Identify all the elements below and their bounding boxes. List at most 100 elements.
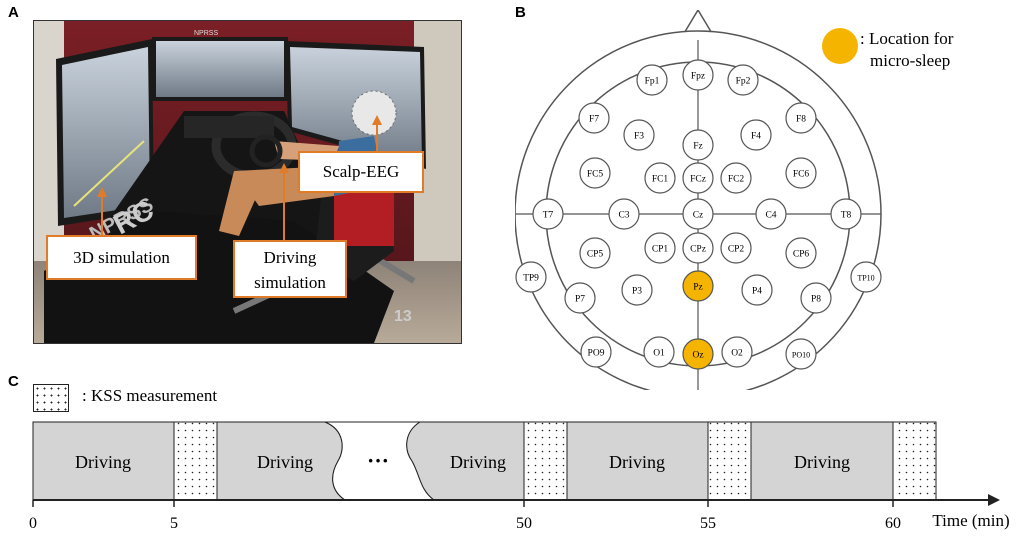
electrode-cp1 [644, 232, 676, 264]
screen-brand-text: NPRSS [194, 30, 218, 37]
micro-sleep-legend: : Location for micro-sleep [860, 28, 953, 72]
experiment-timeline: Driving Driving ··· Driving Driving Driv… [29, 421, 1010, 532]
electrode-tp9 [515, 261, 547, 293]
driving-block-4 [566, 421, 709, 501]
tick-5: 5 [170, 515, 178, 532]
callout-scalp-eeg: Scalp-EEG [298, 151, 424, 193]
electrode-label-fz: Fz [693, 142, 703, 152]
tick-50: 50 [516, 515, 532, 532]
electrode-label-fc6: FC6 [793, 170, 810, 180]
electrode-f4 [740, 119, 772, 151]
electrode-label-tp10: TP10 [857, 274, 874, 283]
electrode-label-fpz: Fpz [691, 72, 705, 82]
electrode-fpz [682, 59, 714, 91]
legend-line2: micro-sleep [870, 51, 951, 70]
segment-label-3: Driving [450, 452, 506, 472]
electrode-label-t8: T8 [841, 211, 852, 221]
electrode-label-cp5: CP5 [587, 250, 604, 260]
electrode-label-f4: F4 [751, 132, 761, 142]
segment-label-1: Driving [75, 452, 131, 472]
axis-label: Time (min) [932, 511, 1009, 530]
callout-driving-line1: Driving [263, 248, 317, 267]
electrode-label-p8: P8 [811, 295, 821, 305]
electrode-label-po9: PO9 [588, 349, 605, 359]
electrode-cp2 [720, 232, 752, 264]
electrode-o2 [721, 336, 753, 368]
electrode-label-fp2: Fp2 [736, 77, 751, 87]
segment-label-2: Driving [257, 452, 313, 472]
callout-driving-line2: simulation [254, 273, 326, 292]
ellipsis-label: ··· [367, 448, 389, 473]
electrode-label-cp6: CP6 [793, 250, 810, 260]
electrode-label-fc1: FC1 [652, 175, 669, 185]
legend-line1: : Location for [860, 29, 954, 48]
kss-block-2 [523, 421, 568, 501]
electrode-label-cpz: CPz [690, 245, 706, 255]
electrode-label-f3: F3 [634, 132, 644, 142]
tick-60: 60 [885, 515, 901, 532]
driving-block-1 [32, 421, 175, 501]
kss-legend-label: : KSS measurement [82, 386, 218, 405]
kss-block-4 [892, 421, 937, 501]
electrode-label-f7: F7 [589, 115, 599, 125]
electrode-label-tp9: TP9 [523, 274, 539, 284]
electrode-f7 [578, 102, 610, 134]
electrode-tp10 [850, 261, 882, 293]
electrode-fc6 [785, 157, 817, 189]
electrode-fc5 [579, 157, 611, 189]
electrode-label-p4: P4 [752, 287, 762, 297]
segment-label-4: Driving [609, 452, 665, 472]
kss-block-1 [173, 421, 218, 501]
kss-block-3 [707, 421, 752, 501]
electrode-label-cp1: CP1 [652, 245, 669, 255]
electrode-fc1 [644, 162, 676, 194]
electrode-p3 [621, 274, 653, 306]
electrode-fp2 [727, 64, 759, 96]
electrode-label-c3: C3 [618, 211, 629, 221]
electrode-t7 [532, 198, 564, 230]
micro-sleep-swatch [822, 28, 858, 64]
tick-0: 0 [29, 515, 37, 532]
electrode-label-o1: O1 [653, 349, 665, 359]
electrode-label-fc5: FC5 [587, 170, 604, 180]
electrode-cz [682, 198, 714, 230]
driving-block-5 [750, 421, 894, 501]
electrode-p4 [741, 274, 773, 306]
segment-label-5: Driving [794, 452, 850, 472]
electrode-cpz [682, 232, 714, 264]
electrode-fz [682, 129, 714, 161]
electrode-fcz [682, 162, 714, 194]
driving-simulator-photo: NPRSS NPRSS RC 13 [33, 20, 462, 344]
electrode-label-o2: O2 [731, 349, 743, 359]
rig-tag-text: 13 [394, 308, 412, 325]
electrode-p8 [800, 282, 832, 314]
electrode-label-c4: C4 [765, 211, 776, 221]
callout-3d-simulation: 3D simulation [46, 235, 197, 280]
electrode-label-p3: P3 [632, 287, 642, 297]
electrode-label-cp2: CP2 [728, 245, 745, 255]
time-axis-arrow [988, 494, 1000, 506]
electrode-label-oz: Oz [692, 351, 703, 361]
electrode-cp5 [579, 237, 611, 269]
kss-legend-swatch [33, 384, 69, 412]
callout-driving-simulation: Driving simulation [233, 240, 347, 298]
electrode-o1 [643, 336, 675, 368]
electrode-f3 [623, 119, 655, 151]
electrode-c4 [755, 198, 787, 230]
panel-label-a: A [8, 4, 19, 21]
electrode-t8 [830, 198, 862, 230]
electrode-cp6 [785, 237, 817, 269]
electrode-label-f8: F8 [796, 115, 806, 125]
electrode-f8 [785, 102, 817, 134]
panel-label-c: C [8, 373, 19, 390]
electrode-label-fcz: FCz [690, 175, 706, 185]
electrode-c3 [608, 198, 640, 230]
panel-label-b: B [515, 4, 526, 21]
electrode-pz [682, 270, 714, 302]
electrode-label-po10: PO10 [792, 351, 810, 360]
electrode-label-pz: Pz [693, 283, 703, 293]
electrode-oz [682, 338, 714, 370]
electrode-label-p7: P7 [575, 295, 585, 305]
electrode-label-t7: T7 [543, 211, 554, 221]
